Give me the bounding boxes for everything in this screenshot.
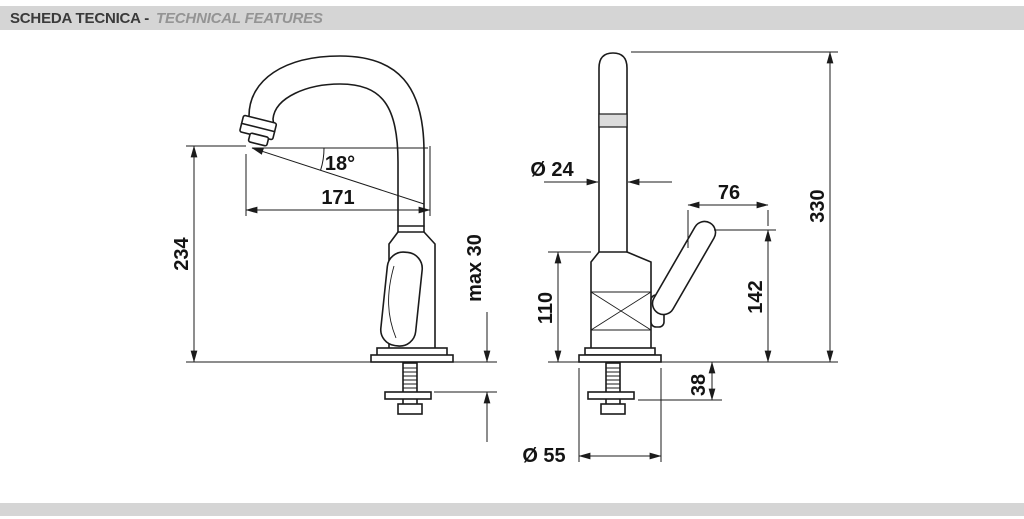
header-title-primary: SCHEDA TECNICA - (10, 9, 150, 27)
stud-threads (403, 367, 417, 389)
side-view (239, 55, 454, 415)
base-flange-lower-front (578, 354, 662, 363)
base-flange-upper-front (584, 347, 656, 356)
aerator-nozzle (247, 132, 270, 147)
header-title-secondary: TECHNICAL FEATURES (156, 9, 323, 27)
spout-inner-edge (272, 83, 399, 233)
dim-handle-length-label: 76 (718, 182, 740, 204)
body-cartridge-lines (590, 291, 652, 331)
header-bar: SCHEDA TECNICA - TECHNICAL FEATURES (0, 6, 1024, 30)
dim-spout-height-label: 234 (171, 236, 193, 270)
side-view-dimensions: 234 18° 171 max 30 (171, 145, 497, 442)
handle-side (379, 251, 424, 347)
front-view-dimensions: Ø 24 76 330 110 142 38 (522, 51, 838, 467)
handle-side-contour (388, 265, 397, 339)
riser-pipe (598, 52, 628, 253)
front-view (578, 52, 717, 415)
dim-under-base-label: 38 (688, 374, 710, 396)
fixing-nut-front (600, 403, 626, 415)
dim-spout-angle-label: 18° (325, 153, 355, 175)
dim-spout-reach-label: 171 (321, 187, 354, 209)
dim-base-diameter-label: Ø 55 (522, 445, 565, 467)
dim-total-height-label: 330 (807, 189, 829, 222)
footer-bar (0, 503, 1024, 516)
dim-handle-height-label: 142 (745, 280, 767, 313)
fixing-washer (384, 391, 432, 400)
pipe-joint-band (598, 113, 628, 128)
dim-pipe-diameter-label: Ø 24 (530, 159, 574, 181)
dim-max-thickness-label: max 30 (464, 234, 486, 302)
dim-body-height-label: 110 (535, 292, 557, 324)
stud-threads-front (606, 367, 620, 389)
fixing-nut (397, 403, 423, 415)
handle-lever (651, 220, 717, 316)
base-flange-lower (370, 354, 454, 363)
aerator (239, 114, 278, 141)
spout-outer-edge (248, 55, 425, 233)
body-front (590, 251, 652, 350)
fixing-washer-front (587, 391, 635, 400)
